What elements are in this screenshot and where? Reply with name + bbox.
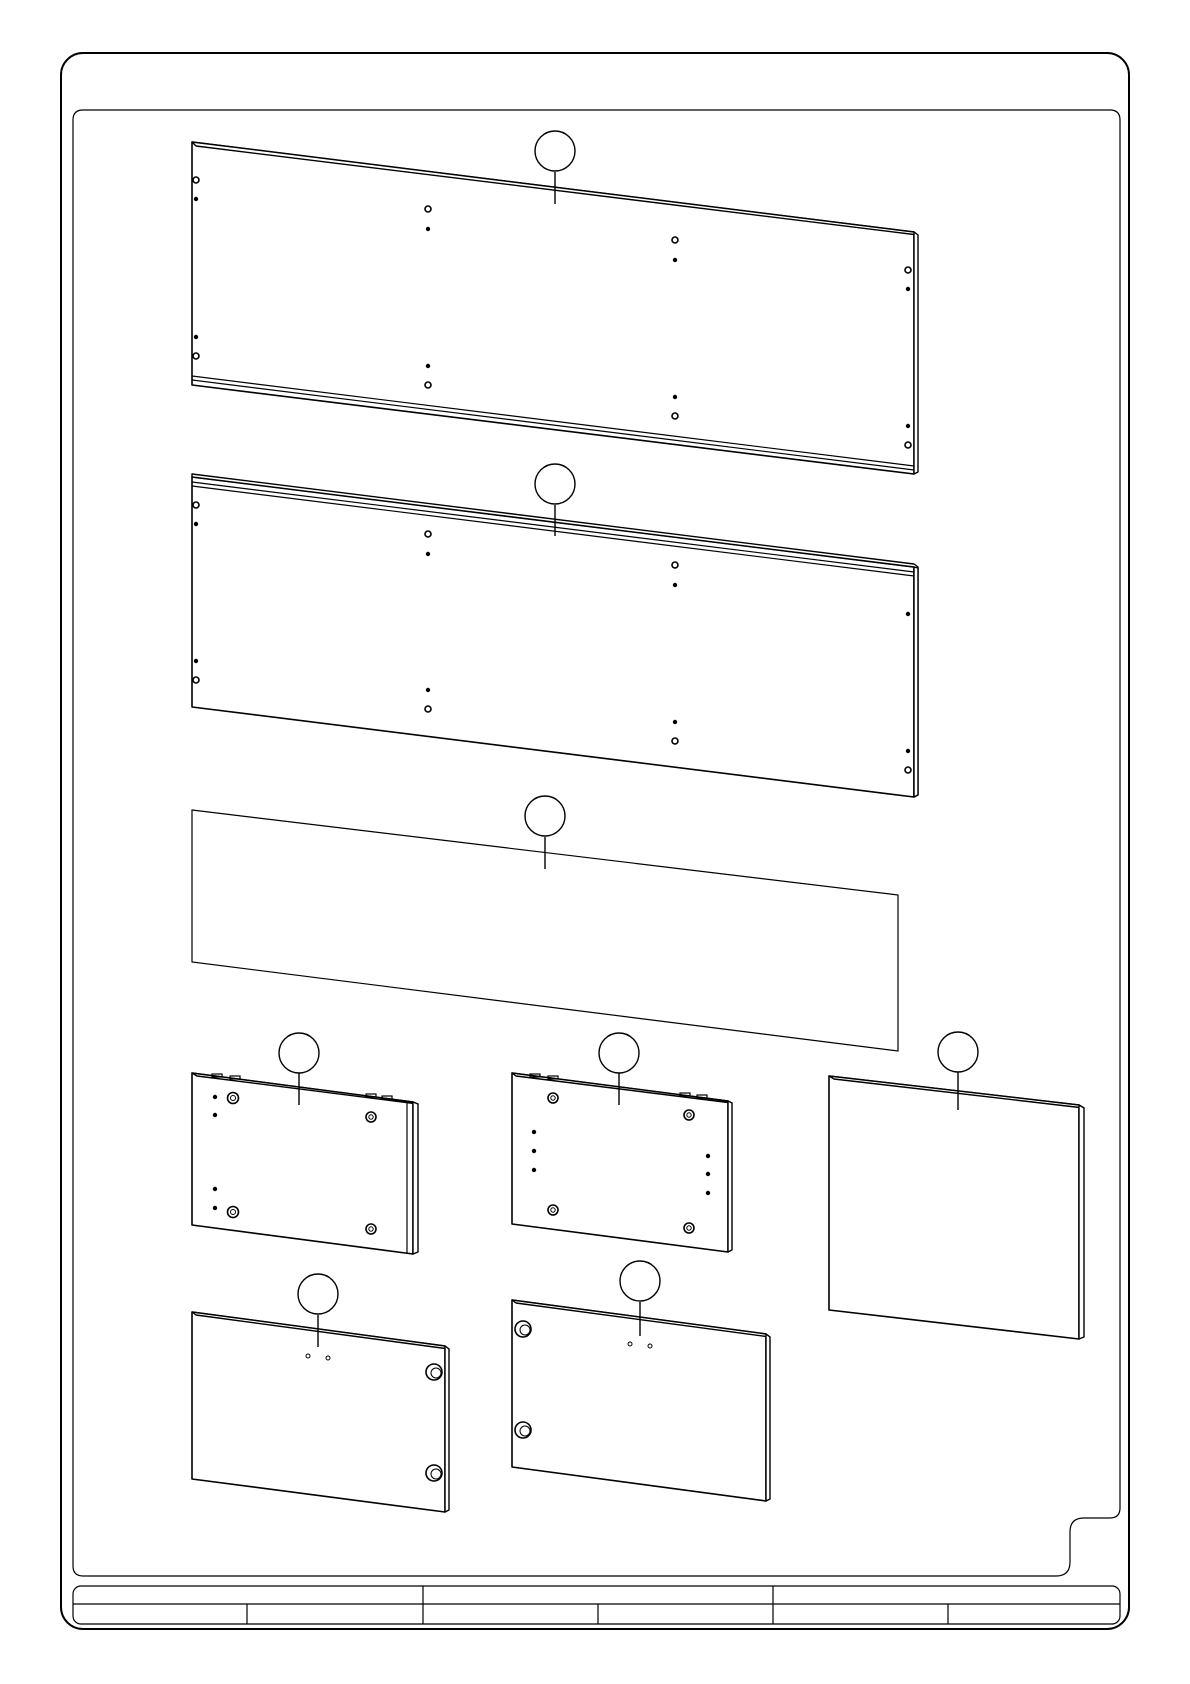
part-side-panel-middle — [512, 1033, 732, 1252]
part-back-panel — [192, 796, 898, 1051]
title-block — [73, 1586, 1120, 1624]
part-drawer-front-left — [192, 1274, 449, 1512]
part-drawer-front-middle — [512, 1261, 770, 1501]
part-side-panel-left — [192, 1033, 418, 1254]
title-block-frame — [73, 1586, 1120, 1624]
part-door-panel-right — [829, 1032, 1084, 1339]
part-long-rail-top — [192, 131, 918, 474]
part-long-rail-middle — [192, 464, 918, 797]
